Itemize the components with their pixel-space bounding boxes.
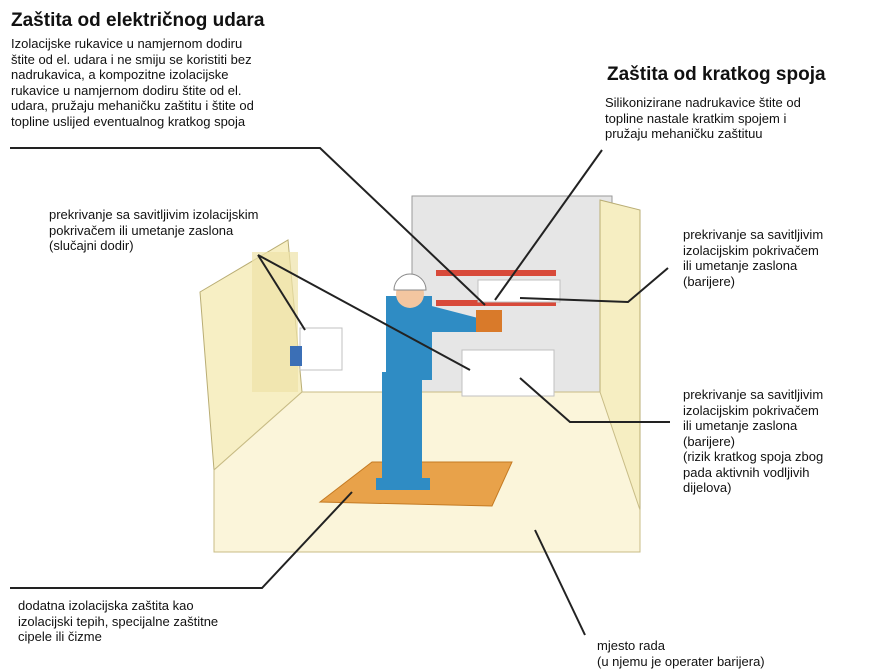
label-barrier-bottom: prekrivanje sa savitljivim izolacijskim … [683,387,824,495]
label-accidental-contact: prekrivanje sa savitljivim izolacijskim … [49,207,259,253]
short-circuit-text: Silikonizirane nadrukavice štite od topl… [605,95,801,141]
pointer-barrier-bottom [519,377,670,423]
pointer-workplace [534,529,586,636]
pointer-barrier-top [519,267,669,304]
pointer-accidental-2 [257,254,471,371]
gloves [476,310,502,332]
label-barrier-top: prekrivanje sa savitljivim izolacijskim … [683,227,824,289]
pointer-accidental-1 [257,254,306,331]
electric-shock-text: Izolacijske rukavice u namjernom dodiru … [11,36,254,129]
busbar-1 [436,270,556,276]
short-circuit-heading: Zaštita od kratkog spoja [607,64,826,85]
boots [376,478,430,490]
left-wall-grid [252,252,298,392]
pointer-floor [10,491,353,589]
pointer-electric-shock [10,147,486,306]
worker-legs [382,372,422,482]
pointer-lines [10,147,670,636]
electric-shock-heading: Zaštita od električnog udara [11,10,265,31]
label-workplace: mjesto rada (u njemu je operater barijer… [597,638,765,669]
insulating-cover-lower [461,349,555,397]
left-panel-box [290,346,302,366]
busbar-2 [436,300,556,306]
helmet [393,273,427,291]
pointer-short-circuit [494,149,603,301]
label-floor-protection: dodatna izolacijska zaštita kao izolacij… [18,598,219,644]
worker-arm [424,304,478,332]
left-panel-cover [299,327,343,371]
